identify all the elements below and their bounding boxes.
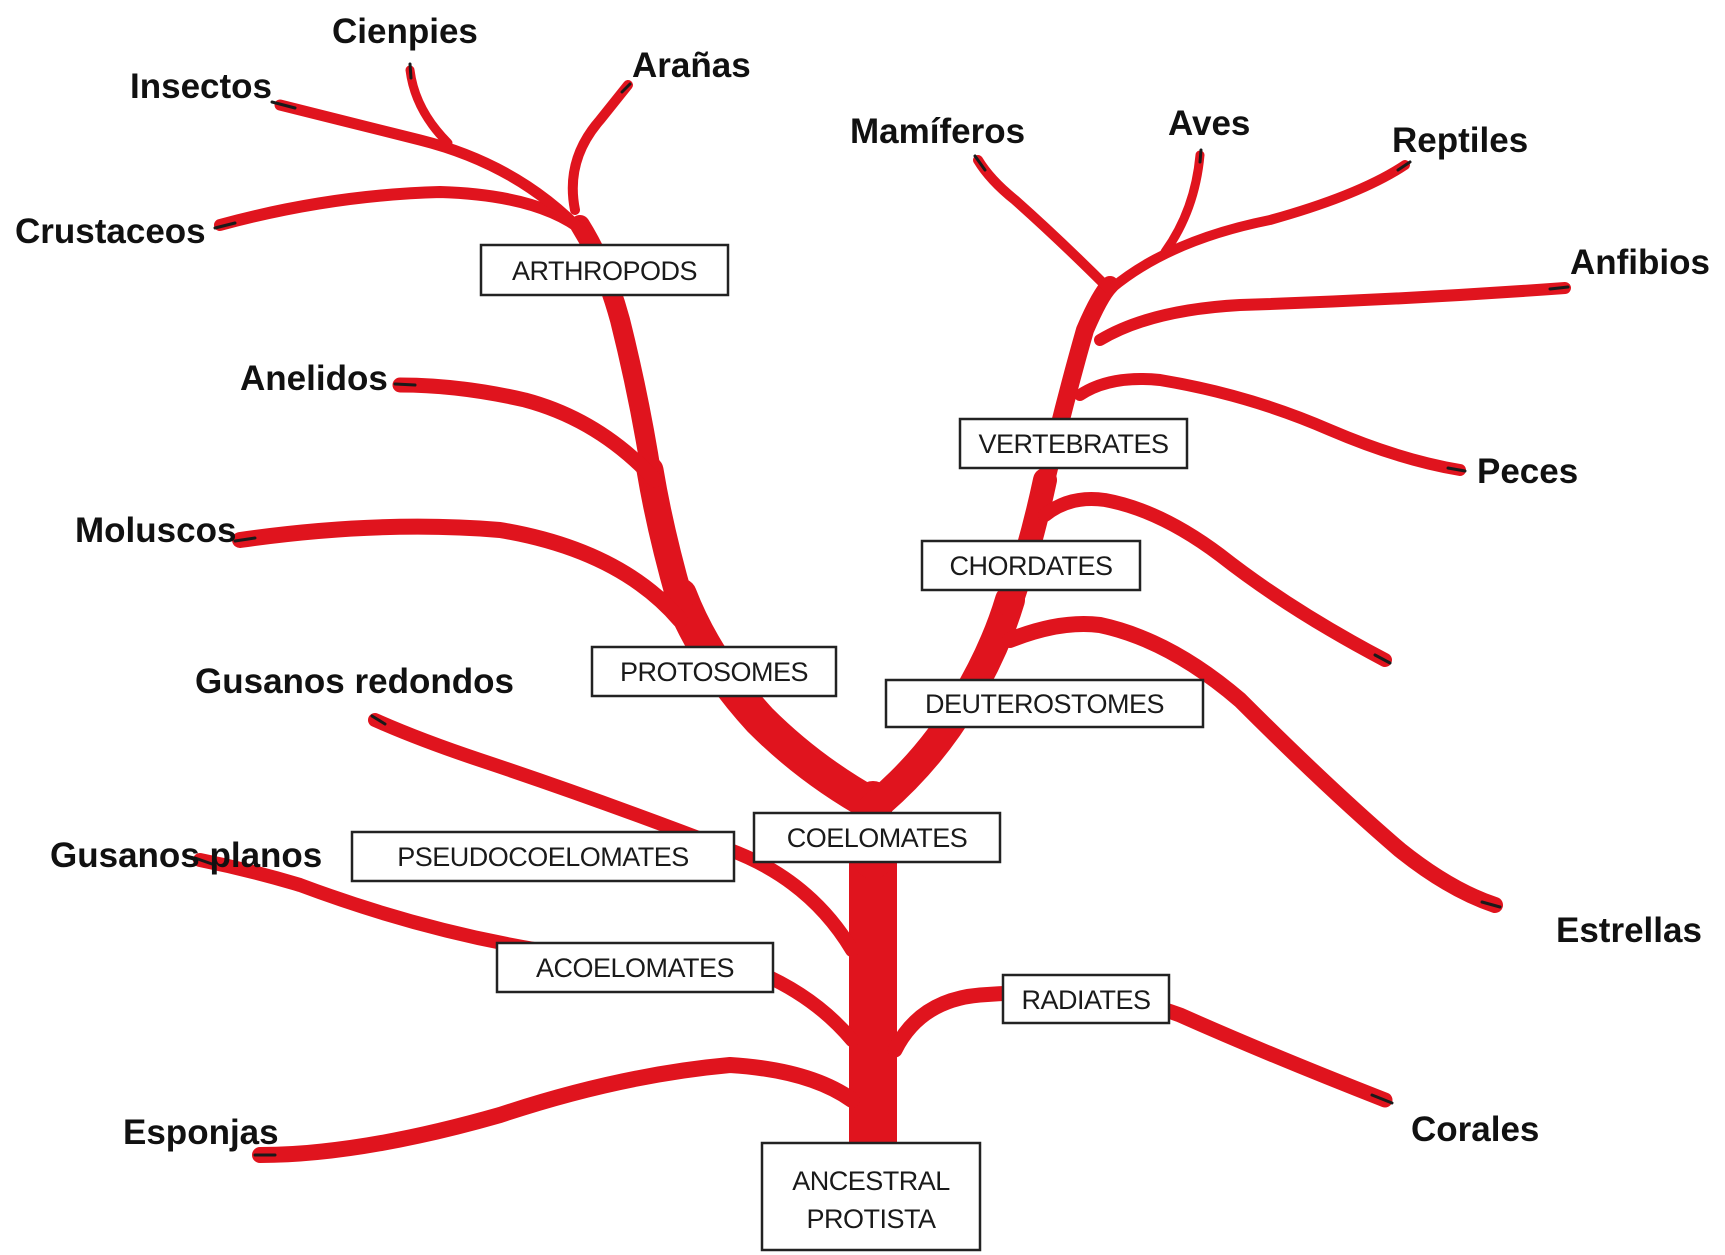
chordates-label: CHORDATES <box>949 551 1112 581</box>
arthropods-label: ARTHROPODS <box>512 256 697 286</box>
ancestral-label-line2: PROTISTA <box>806 1204 936 1234</box>
reptiles-label: Reptiles <box>1392 121 1528 160</box>
cienpies-branch <box>405 65 453 148</box>
protostome-limb-lower <box>663 578 890 822</box>
coelomates-box: COELOMATES <box>752 811 1002 864</box>
crustaceos-label: Crustaceos <box>15 212 206 251</box>
protosomes-label: PROTOSOMES <box>620 657 808 687</box>
esponjas-branch <box>252 1057 860 1163</box>
cienpies-label: Cienpies <box>332 12 478 51</box>
acoelomates-label: ACOELOMATES <box>536 953 734 983</box>
esponjas-label: Esponjas <box>123 1113 279 1152</box>
vertebrates-box: VERTEBRATES <box>958 417 1189 470</box>
aranas-label: Arañas <box>632 46 751 85</box>
reptiles-branch <box>1107 160 1410 293</box>
anelidos-label: Anelidos <box>240 359 388 398</box>
group-labels: ARTHROPODS VERTEBRATES CHORDATES PROTOSO… <box>350 243 1205 1252</box>
aves-label: Aves <box>1168 104 1250 143</box>
chordates-box: CHORDATES <box>920 539 1142 592</box>
tree-branches <box>193 65 1571 1174</box>
arthropods-box: ARTHROPODS <box>479 243 730 297</box>
ancestral-label-line1: ANCESTRAL <box>792 1166 950 1196</box>
peces-branch <box>1074 373 1466 476</box>
pseudocoelomates-box: PSEUDOCOELOMATES <box>350 830 736 883</box>
radiates-label: RADIATES <box>1021 985 1150 1015</box>
protostome-limb-mid <box>636 456 694 614</box>
coelomates-label: COELOMATES <box>787 823 968 853</box>
gusanos-redondos-label: Gusanos redondos <box>195 662 514 701</box>
gusanos-planos-label: Gusanos planos <box>50 836 322 875</box>
pseudocoelomates-label: PSEUDOCOELOMATES <box>397 842 689 872</box>
estrellas-branch <box>1002 616 1503 913</box>
moluscos-label: Moluscos <box>75 511 236 550</box>
anfibios-branch <box>1094 282 1571 346</box>
anfibios-label: Anfibios <box>1570 243 1710 282</box>
insectos-label: Insectos <box>130 67 272 106</box>
estrellas-label: Estrellas <box>1556 911 1702 950</box>
organism-labels: Cienpies Insectos Arañas Crustaceos Anel… <box>15 12 1710 1152</box>
anelidos-branch <box>392 377 663 488</box>
mamiferos-label: Mamíferos <box>850 112 1025 151</box>
ancestral-protista-box: ANCESTRAL PROTISTA <box>760 1141 982 1252</box>
aves-branch <box>1160 150 1205 257</box>
corales-label: Corales <box>1411 1110 1539 1149</box>
crustaceos-branch <box>214 186 591 238</box>
vertebrates-label: VERTEBRATES <box>978 429 1168 459</box>
protosomes-box: PROTOSOMES <box>590 645 838 698</box>
radiates-box: RADIATES <box>1001 973 1171 1025</box>
gusanos-redondos-branch <box>368 713 859 957</box>
deuterostomes-box: DEUTEROSTOMES <box>884 678 1205 729</box>
insectos-branch <box>274 99 591 241</box>
peces-label: Peces <box>1477 452 1578 491</box>
mamiferos-branch <box>973 155 1115 295</box>
deuterostomes-label: DEUTEROSTOMES <box>925 689 1164 719</box>
aranas-branch <box>567 80 633 215</box>
branch-tips <box>193 62 1570 1157</box>
acoelomates-box: ACOELOMATES <box>495 941 775 994</box>
moluscos-branch <box>232 518 688 628</box>
chordates-side-branch <box>1038 492 1392 667</box>
